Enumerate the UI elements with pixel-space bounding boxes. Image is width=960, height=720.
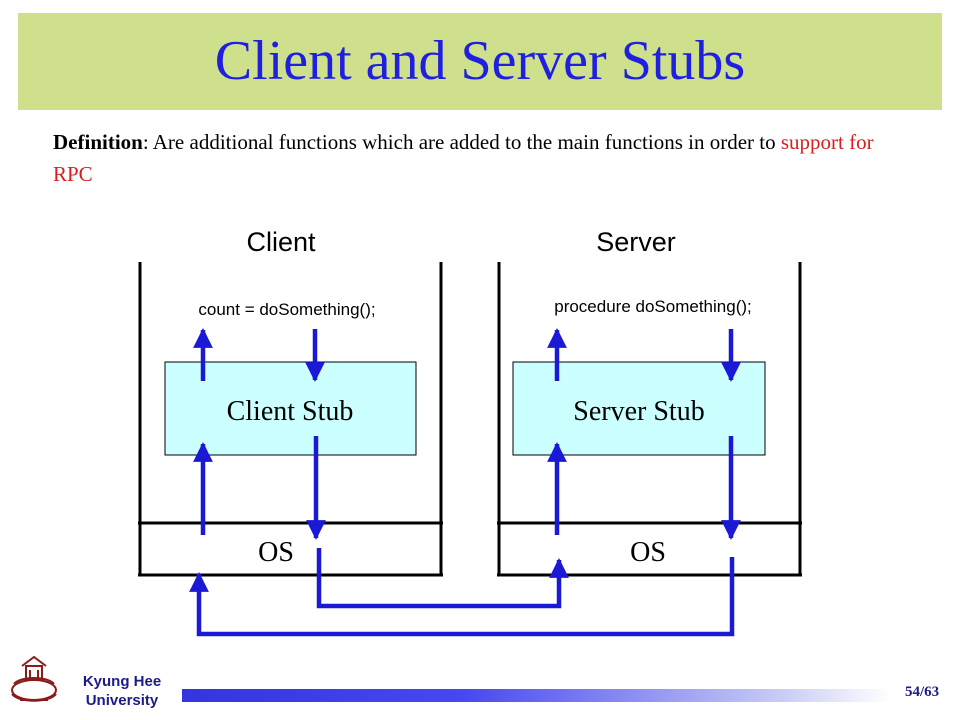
network-request-link bbox=[316, 548, 569, 609]
client-machine-frame bbox=[138, 262, 443, 577]
definition-highlight: support for RPC bbox=[53, 130, 874, 186]
client-call-text: count = doSomething(); bbox=[198, 300, 375, 319]
server-call-text: procedure doSomething(); bbox=[554, 297, 752, 316]
server-heading: Server bbox=[596, 227, 676, 257]
server-os-label: OS bbox=[630, 537, 666, 568]
university-name-line1: Kyung Hee bbox=[82, 673, 162, 690]
client-os-label: OS bbox=[258, 537, 294, 568]
university-name-line2: University bbox=[85, 692, 159, 709]
university-emblem-icon bbox=[11, 655, 57, 702]
network-reply-link bbox=[189, 557, 735, 637]
server-machine-frame bbox=[497, 262, 802, 577]
footer-gradient-bar bbox=[182, 689, 890, 702]
slide-title: Client and Server Stubs bbox=[214, 30, 746, 92]
title-bar bbox=[18, 13, 942, 110]
page-number: 54/63 bbox=[905, 684, 940, 700]
server-stub-label: Server Stub bbox=[573, 396, 704, 427]
client-stub-label: Client Stub bbox=[227, 396, 354, 427]
university-name: Kyung Hee University bbox=[62, 672, 182, 710]
definition-label: Definition bbox=[53, 130, 143, 154]
client-heading: Client bbox=[246, 227, 316, 257]
client-stub-box bbox=[164, 361, 417, 456]
definition-text: : Are additional functions which are add… bbox=[142, 130, 781, 154]
definition-paragraph: Definition: Are additional functions whi… bbox=[53, 126, 913, 190]
